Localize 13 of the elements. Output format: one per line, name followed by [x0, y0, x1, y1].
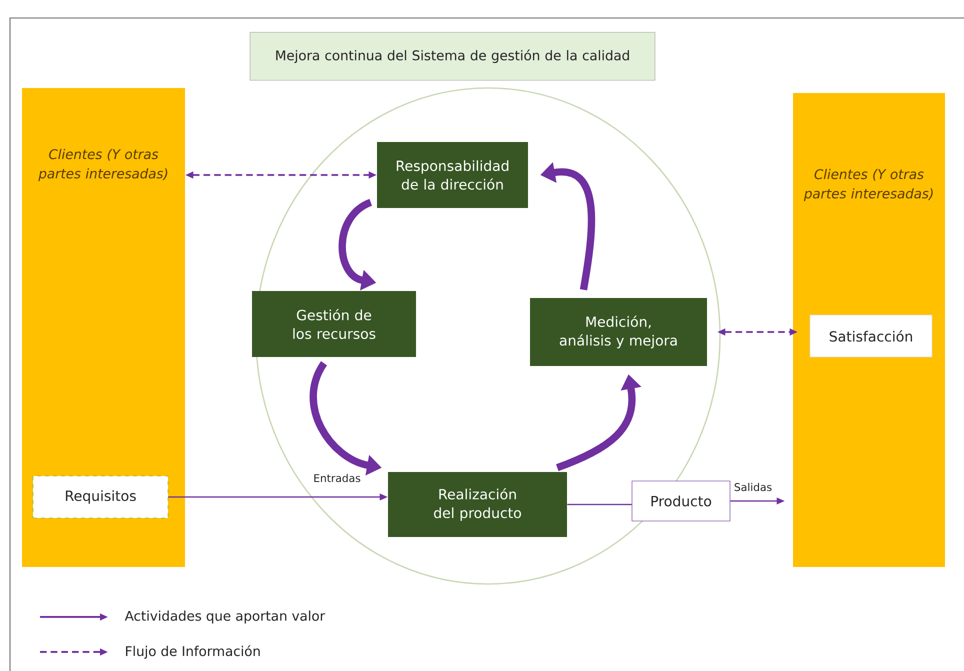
process-box: Medición, análisis y mejora [530, 298, 707, 366]
process-box: Gestión de los recursos [252, 291, 416, 357]
product-box: Producto [632, 480, 730, 522]
requirements-box: Requisitos [32, 476, 168, 518]
process-box: Realización del producto [388, 472, 567, 537]
edge-label: Salidas [732, 482, 774, 492]
legend-text: Actividades que aportan valor [124, 610, 326, 624]
satisfaction-box: Satisfacción [810, 314, 932, 358]
title-box: Mejora continua del Sistema de gestión de la calidad [250, 32, 656, 81]
connector-line [567, 504, 632, 506]
process-box: Responsabilidad de la dirección [377, 142, 528, 208]
edge-label: Entradas [312, 472, 362, 484]
legend-text: Flujo de Información [126, 645, 260, 659]
